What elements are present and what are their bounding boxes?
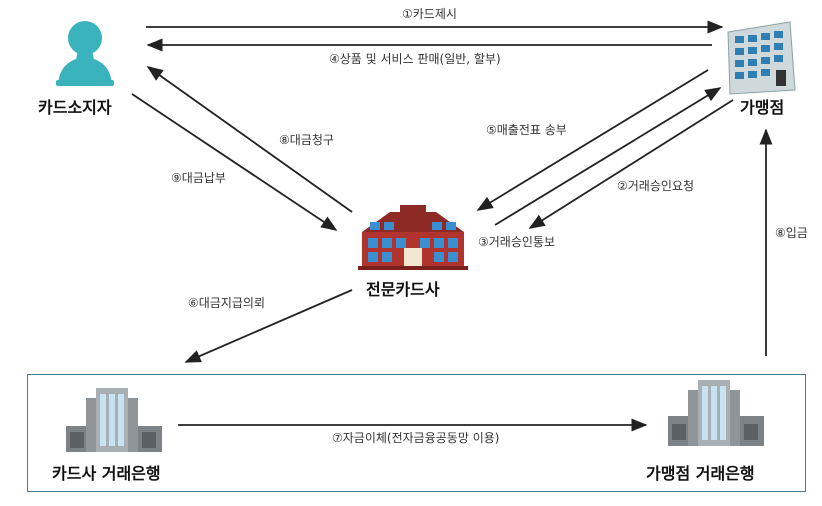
flow-label-1: ①카드제시 xyxy=(402,7,457,21)
flow-label-2: ②거래승인요청 xyxy=(617,179,694,193)
merchant-label: 가맹점 xyxy=(740,98,785,117)
card-bank-building-icon xyxy=(66,388,162,452)
arrow-8a xyxy=(146,66,353,213)
person-icon xyxy=(56,21,114,86)
flow-label-8b: ⑧입금 xyxy=(775,226,808,240)
flow-label-6: ⑥대금지급의뢰 xyxy=(188,296,265,310)
arrow-2 xyxy=(528,99,734,229)
card-company-label: 전문카드사 xyxy=(366,280,440,299)
card-bank-label: 카드사 거래은행 xyxy=(52,464,161,483)
arrow-5 xyxy=(476,69,709,211)
merchant-building-icon xyxy=(727,21,796,95)
arrow-3 xyxy=(494,87,722,226)
flow-label-9: ⑨대금납부 xyxy=(171,171,226,185)
merchant-bank-label: 가맹점 거래은행 xyxy=(646,464,755,483)
merchant-bank-building-icon xyxy=(668,380,764,446)
cardholder-label: 카드소지자 xyxy=(38,98,112,117)
card-company-building-icon xyxy=(358,205,468,270)
flow-label-5: ⑤매출전표 송부 xyxy=(486,123,567,137)
flow-label-4: ④상품 및 서비스 판매(일반, 할부) xyxy=(329,52,501,66)
arrow-6 xyxy=(184,289,353,363)
flow-label-3: ③거래승인통보 xyxy=(478,235,555,249)
arrow-9 xyxy=(131,93,338,231)
flow-label-8a: ⑧대금청구 xyxy=(279,133,334,147)
flow-label-7: ⑦자금이체(전자금융공동망 이용) xyxy=(332,431,500,445)
bank-group-box xyxy=(27,374,806,492)
